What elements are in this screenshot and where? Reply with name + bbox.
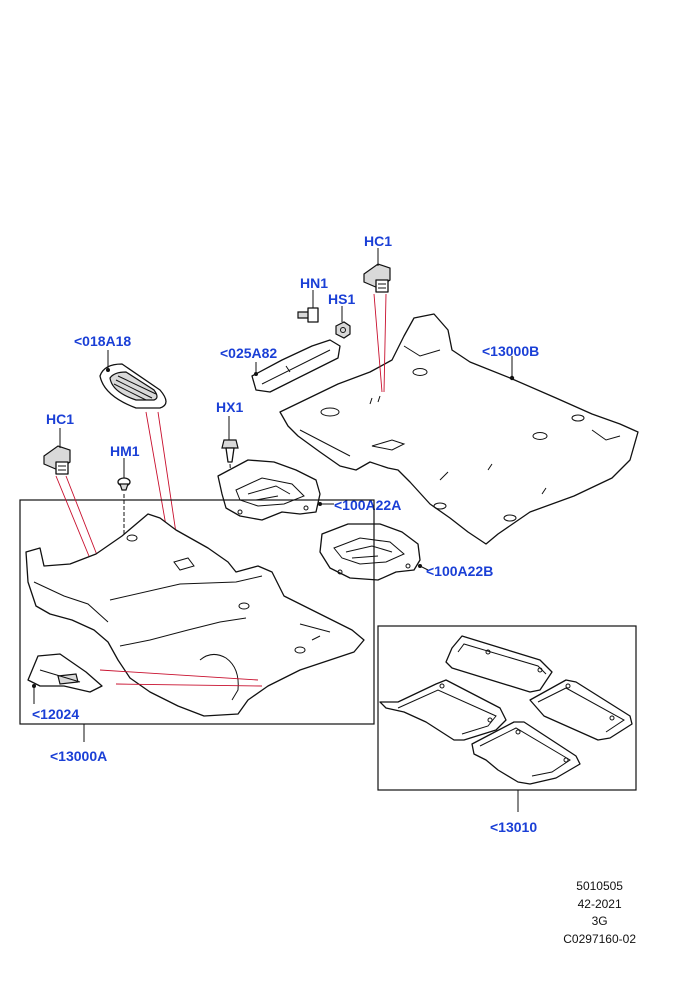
reference-drawing-number: C0297160-02 — [563, 931, 636, 946]
label-13000a[interactable]: <13000A — [50, 748, 107, 764]
group-box-13000a — [19, 499, 375, 725]
front-floor-carpet[interactable] — [25, 513, 365, 717]
floor-mat-front-right[interactable] — [445, 635, 553, 693]
reference-date: 42-2021 — [577, 896, 622, 911]
bracket-100a22b[interactable] — [319, 523, 421, 581]
label-hn1[interactable]: HN1 — [300, 275, 328, 291]
label-hc1-left[interactable]: HC1 — [46, 411, 74, 427]
label-100a22a[interactable]: <100A22A — [334, 497, 401, 513]
drawing-reference-block: 5010505 42-2021 3G C0297160-02 — [563, 878, 636, 948]
floor-mat-rear-left[interactable] — [471, 721, 581, 785]
reference-code: 5010505 — [576, 879, 623, 893]
label-018a18[interactable]: <018A18 — [74, 333, 131, 349]
floor-mat-rear-right[interactable] — [529, 679, 633, 741]
label-13000b[interactable]: <13000B — [482, 343, 539, 359]
clip-hc1-left[interactable] — [43, 445, 71, 475]
reference-group: 3G — [591, 914, 608, 928]
plug-hm1[interactable] — [117, 477, 131, 491]
rear-floor-carpet[interactable] — [279, 313, 639, 545]
label-13010[interactable]: <13010 — [490, 819, 537, 835]
trim-panel-025a82[interactable] — [251, 339, 341, 393]
label-100a22b[interactable]: <100A22B — [426, 563, 493, 579]
floor-mat-front-left[interactable] — [379, 679, 507, 741]
label-hc1-top[interactable]: HC1 — [364, 233, 392, 249]
label-025a82[interactable]: <025A82 — [220, 345, 277, 361]
screw-hn1[interactable] — [297, 307, 319, 323]
nut-hs1[interactable] — [335, 321, 351, 339]
clip-hc1-top[interactable] — [363, 263, 391, 293]
label-12024[interactable]: <12024 — [32, 706, 79, 722]
group-box-13010 — [377, 625, 637, 791]
bracket-100a22a[interactable] — [217, 459, 321, 521]
label-hm1[interactable]: HM1 — [110, 443, 140, 459]
label-hs1[interactable]: HS1 — [328, 291, 355, 307]
fastener-hx1[interactable] — [221, 439, 239, 463]
label-hx1[interactable]: HX1 — [216, 399, 243, 415]
footrest-12024[interactable] — [27, 653, 103, 693]
